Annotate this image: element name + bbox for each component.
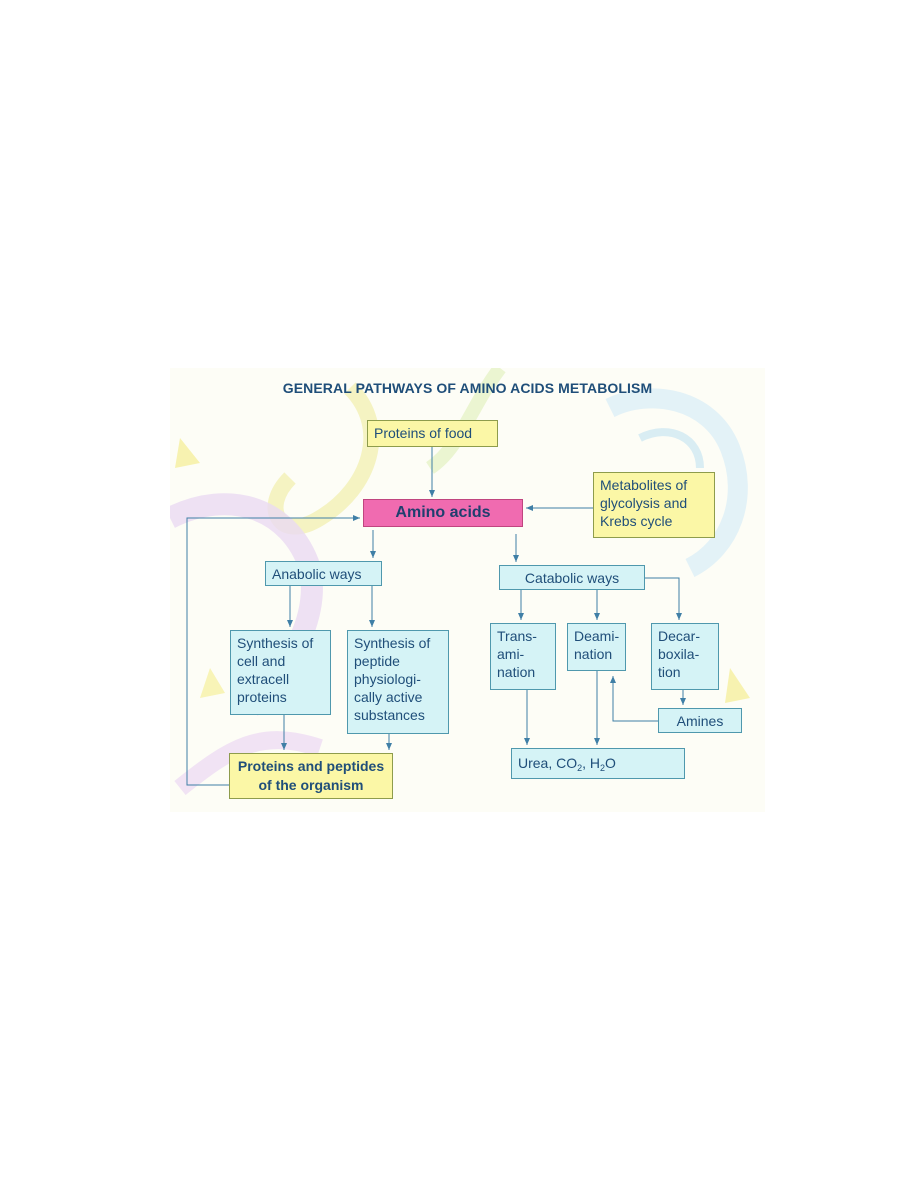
node-transamination: Trans- ami- nation — [490, 623, 556, 690]
slide: GENERAL PATHWAYS OF AMINO ACIDS METABOLI… — [170, 368, 765, 812]
node-amino-acids: Amino acids — [363, 499, 523, 527]
node-synthesis-cell-proteins: Synthesis of cell and extracell proteins — [230, 630, 331, 715]
node-metabolites: Metabolites of glycolysis and Krebs cycl… — [593, 472, 715, 538]
node-deamination: Deami- nation — [567, 623, 626, 671]
urea-sub-h2o: 2 — [600, 763, 606, 773]
node-decarboxilation: Decar- boxila- tion — [651, 623, 719, 690]
node-proteins-of-food: Proteins of food — [367, 420, 498, 447]
node-proteins-peptides-organism: Proteins and peptides of the organism — [229, 753, 393, 799]
urea-prefix: Urea, CO — [518, 755, 578, 771]
urea-mid: , H — [582, 755, 601, 771]
urea-suffix: O — [605, 755, 616, 771]
diagram-title: GENERAL PATHWAYS OF AMINO ACIDS METABOLI… — [282, 380, 653, 396]
node-urea: Urea, CO2, H2O — [511, 748, 685, 779]
node-anabolic-ways: Anabolic ways — [265, 561, 382, 586]
node-catabolic-ways: Catabolic ways — [499, 565, 645, 590]
node-amines: Amines — [658, 708, 742, 733]
node-synthesis-peptide: Synthesis of peptide physiologi- cally a… — [347, 630, 449, 734]
urea-sub-co2: 2 — [577, 763, 583, 773]
